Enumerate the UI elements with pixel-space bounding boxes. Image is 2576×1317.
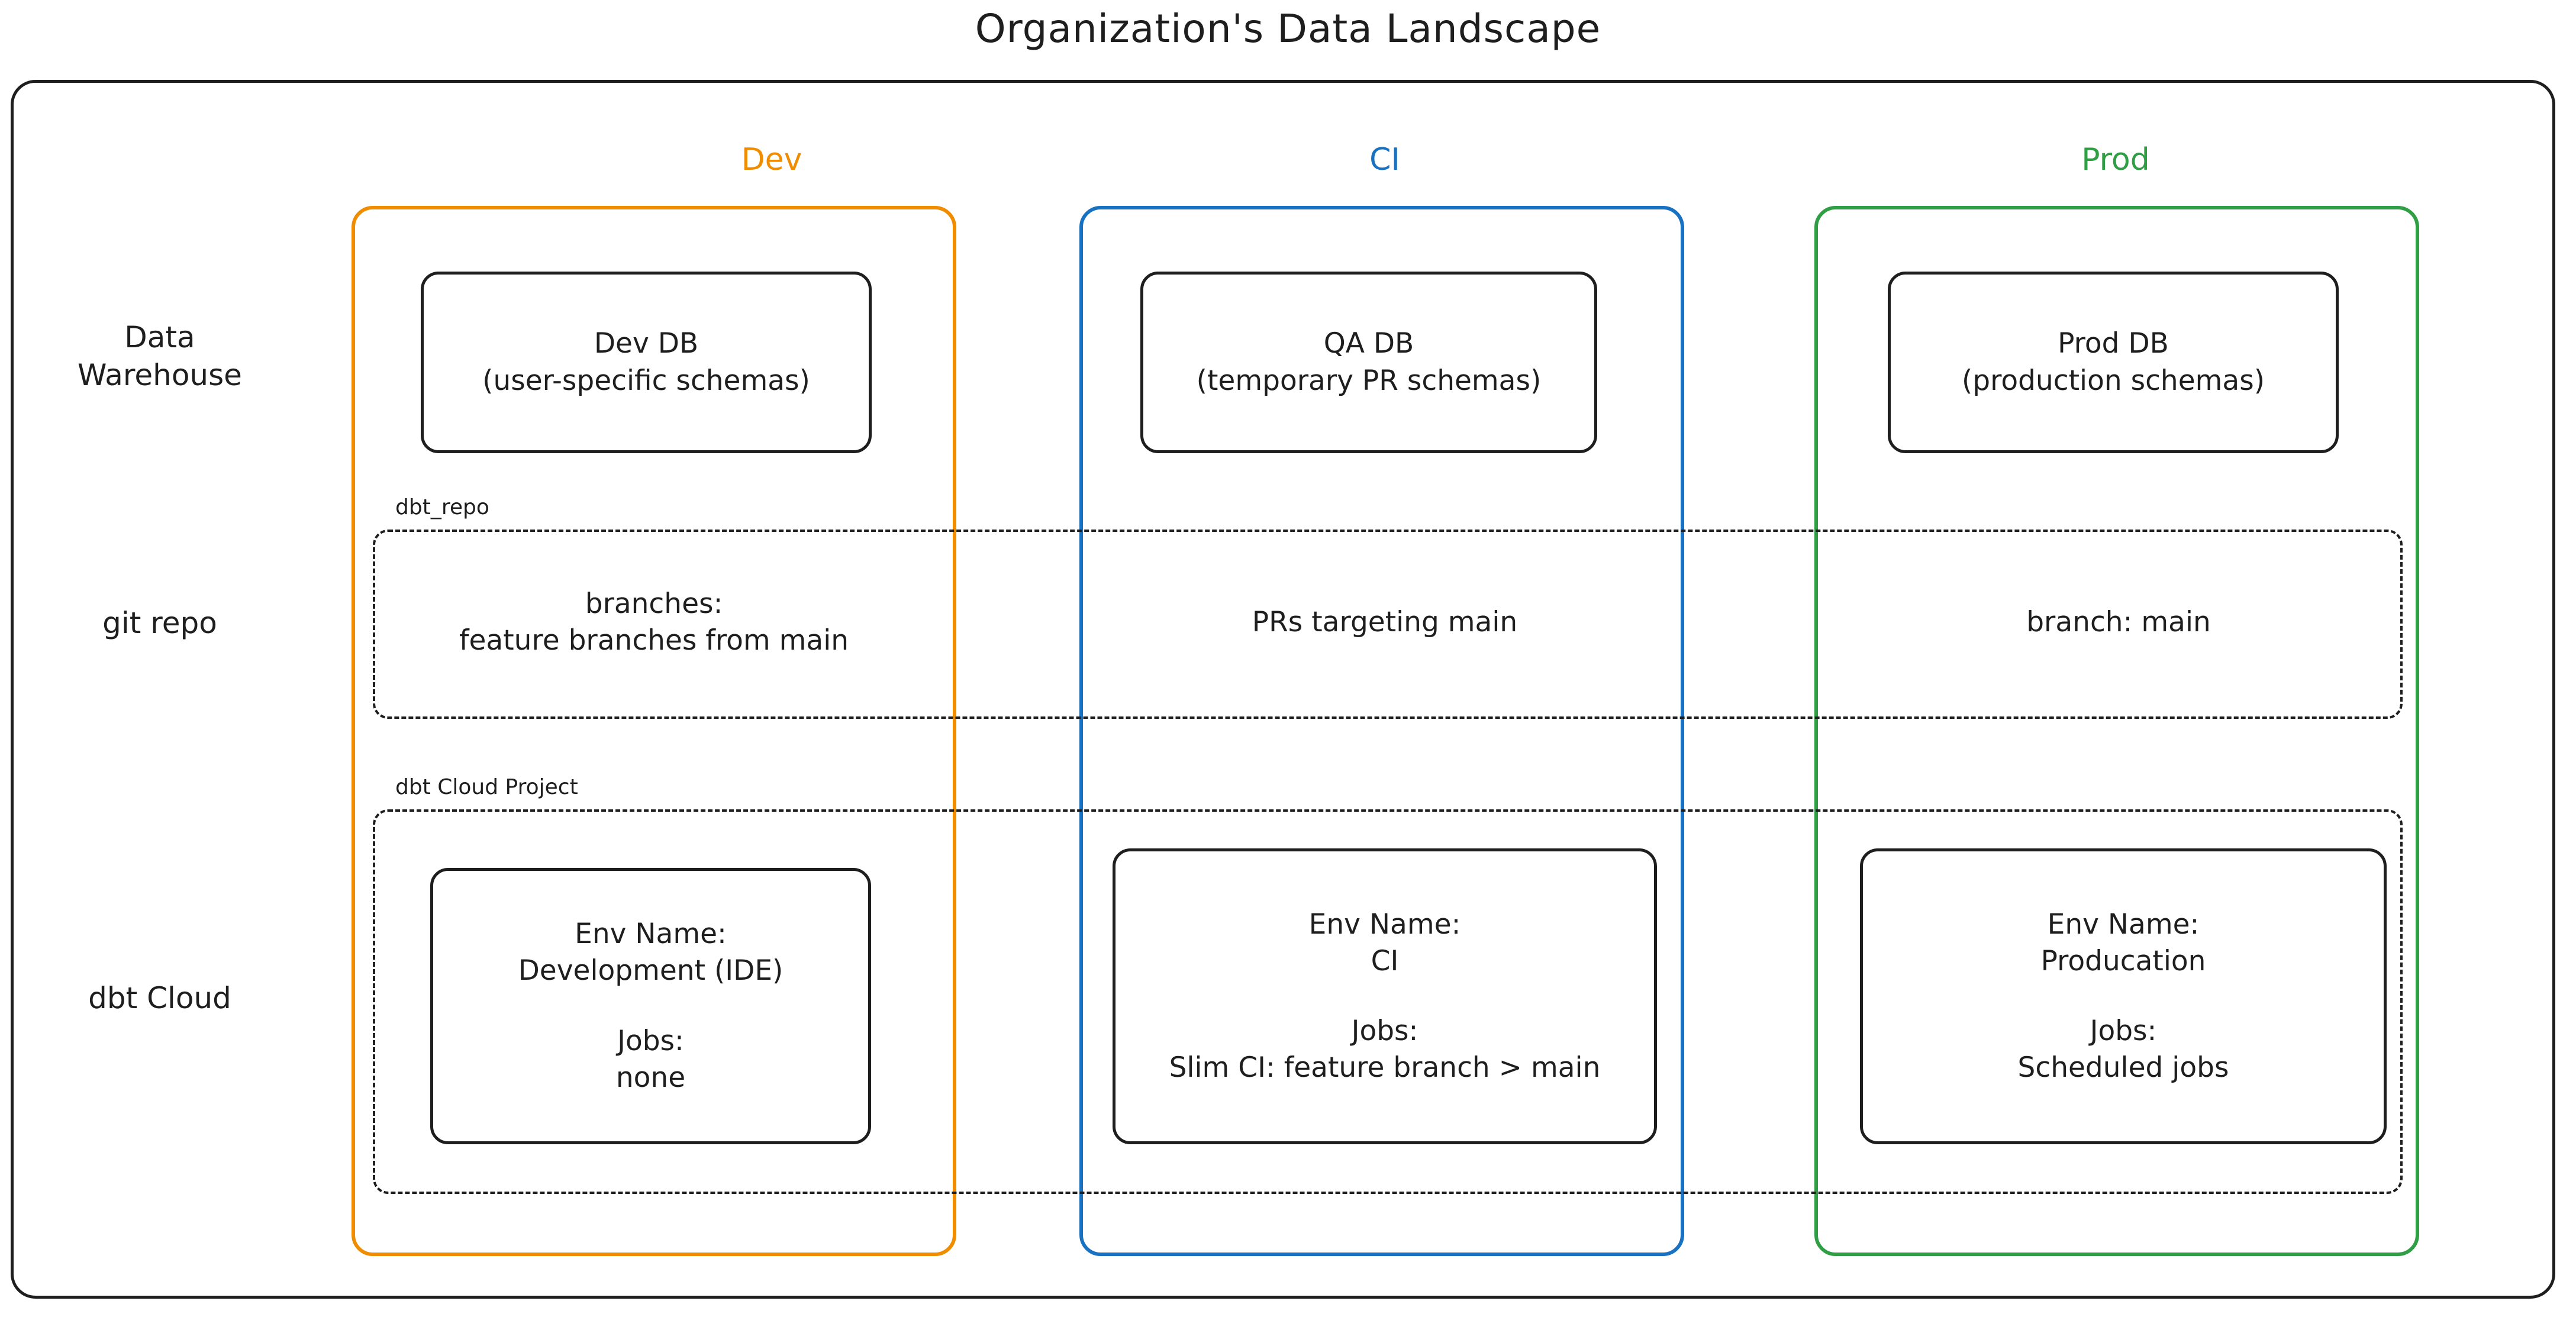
swimlane-dbt-cloud-project: dbt Cloud Project	[373, 775, 2403, 1194]
row-label-data-warehouse: Data Warehouse	[36, 318, 284, 394]
swimlane-label-dbt-cloud-project: dbt Cloud Project	[392, 775, 582, 799]
node-dbt-cloud-dev-env-label: Env Name:	[575, 918, 727, 951]
row-label-data-warehouse-line1: Data	[124, 320, 195, 354]
node-qa-db-line2: (temporary PR schemas)	[1196, 364, 1542, 397]
page-title: Organization's Data Landscape	[975, 6, 1601, 51]
node-dbt-cloud-prod-env-label: Env Name:	[2047, 908, 2200, 941]
node-dbt-cloud-ci-env-value: CI	[1371, 944, 1399, 977]
git-repo-dev-text: branches: feature branches from main	[385, 586, 923, 659]
git-repo-dev-line2: feature branches from main	[459, 624, 849, 657]
node-dbt-cloud-ci-jobs-value: Slim CI: feature branch > main	[1169, 1051, 1601, 1084]
column-container-prod	[1814, 206, 2419, 1256]
node-dbt-cloud-prod[interactable]: Env Name: Producation Jobs: Scheduled jo…	[1860, 848, 2387, 1144]
node-dbt-cloud-prod-jobs-value: Scheduled jobs	[2017, 1051, 2229, 1084]
node-dbt-cloud-ci[interactable]: Env Name: CI Jobs: Slim CI: feature bran…	[1113, 848, 1657, 1144]
node-prod-db[interactable]: Prod DB (production schemas)	[1888, 272, 2339, 453]
node-dbt-cloud-prod-env-value: Producation	[2040, 944, 2206, 977]
git-repo-prod-line1: branch: main	[2026, 606, 2211, 638]
git-repo-ci-text: PRs targeting main	[1089, 604, 1681, 641]
column-container-ci	[1079, 206, 1684, 1256]
column-header-dev: Dev	[741, 142, 802, 177]
node-dev-db-line2: (user-specific schemas)	[482, 364, 810, 397]
row-label-data-warehouse-line2: Warehouse	[78, 358, 242, 392]
swimlane-label-dbt-repo: dbt_repo	[392, 495, 493, 519]
git-repo-prod-text: branch: main	[1823, 604, 2414, 641]
column-header-prod: Prod	[2081, 142, 2150, 177]
column-header-ci: CI	[1369, 142, 1400, 177]
node-dbt-cloud-ci-jobs-label: Jobs:	[1351, 1015, 1418, 1047]
node-dbt-cloud-dev-jobs-label: Jobs:	[617, 1024, 684, 1057]
row-label-git-repo: git repo	[102, 606, 217, 640]
node-qa-db-line1: QA DB	[1323, 327, 1414, 360]
node-prod-db-line2: (production schemas)	[1961, 364, 2265, 397]
node-dbt-cloud-dev-env-value: Development (IDE)	[518, 954, 784, 987]
git-repo-ci-line1: PRs targeting main	[1252, 606, 1518, 638]
diagram-outer-frame	[11, 80, 2555, 1299]
row-label-dbt-cloud: dbt Cloud	[88, 981, 231, 1015]
node-dev-db[interactable]: Dev DB (user-specific schemas)	[421, 272, 872, 453]
swimlane-dbt-repo: dbt_repo	[373, 495, 2403, 719]
node-dbt-cloud-dev-jobs-value: none	[615, 1061, 686, 1094]
git-repo-dev-line1: branches:	[585, 588, 723, 620]
node-qa-db[interactable]: QA DB (temporary PR schemas)	[1140, 272, 1597, 453]
node-dbt-cloud-ci-env-label: Env Name:	[1308, 908, 1461, 941]
node-dbt-cloud-prod-jobs-label: Jobs:	[2090, 1015, 2157, 1047]
column-container-dev	[352, 206, 956, 1256]
node-dbt-cloud-dev[interactable]: Env Name: Development (IDE) Jobs: none	[430, 868, 871, 1144]
node-prod-db-line1: Prod DB	[2058, 327, 2169, 360]
node-dev-db-line1: Dev DB	[594, 327, 699, 360]
